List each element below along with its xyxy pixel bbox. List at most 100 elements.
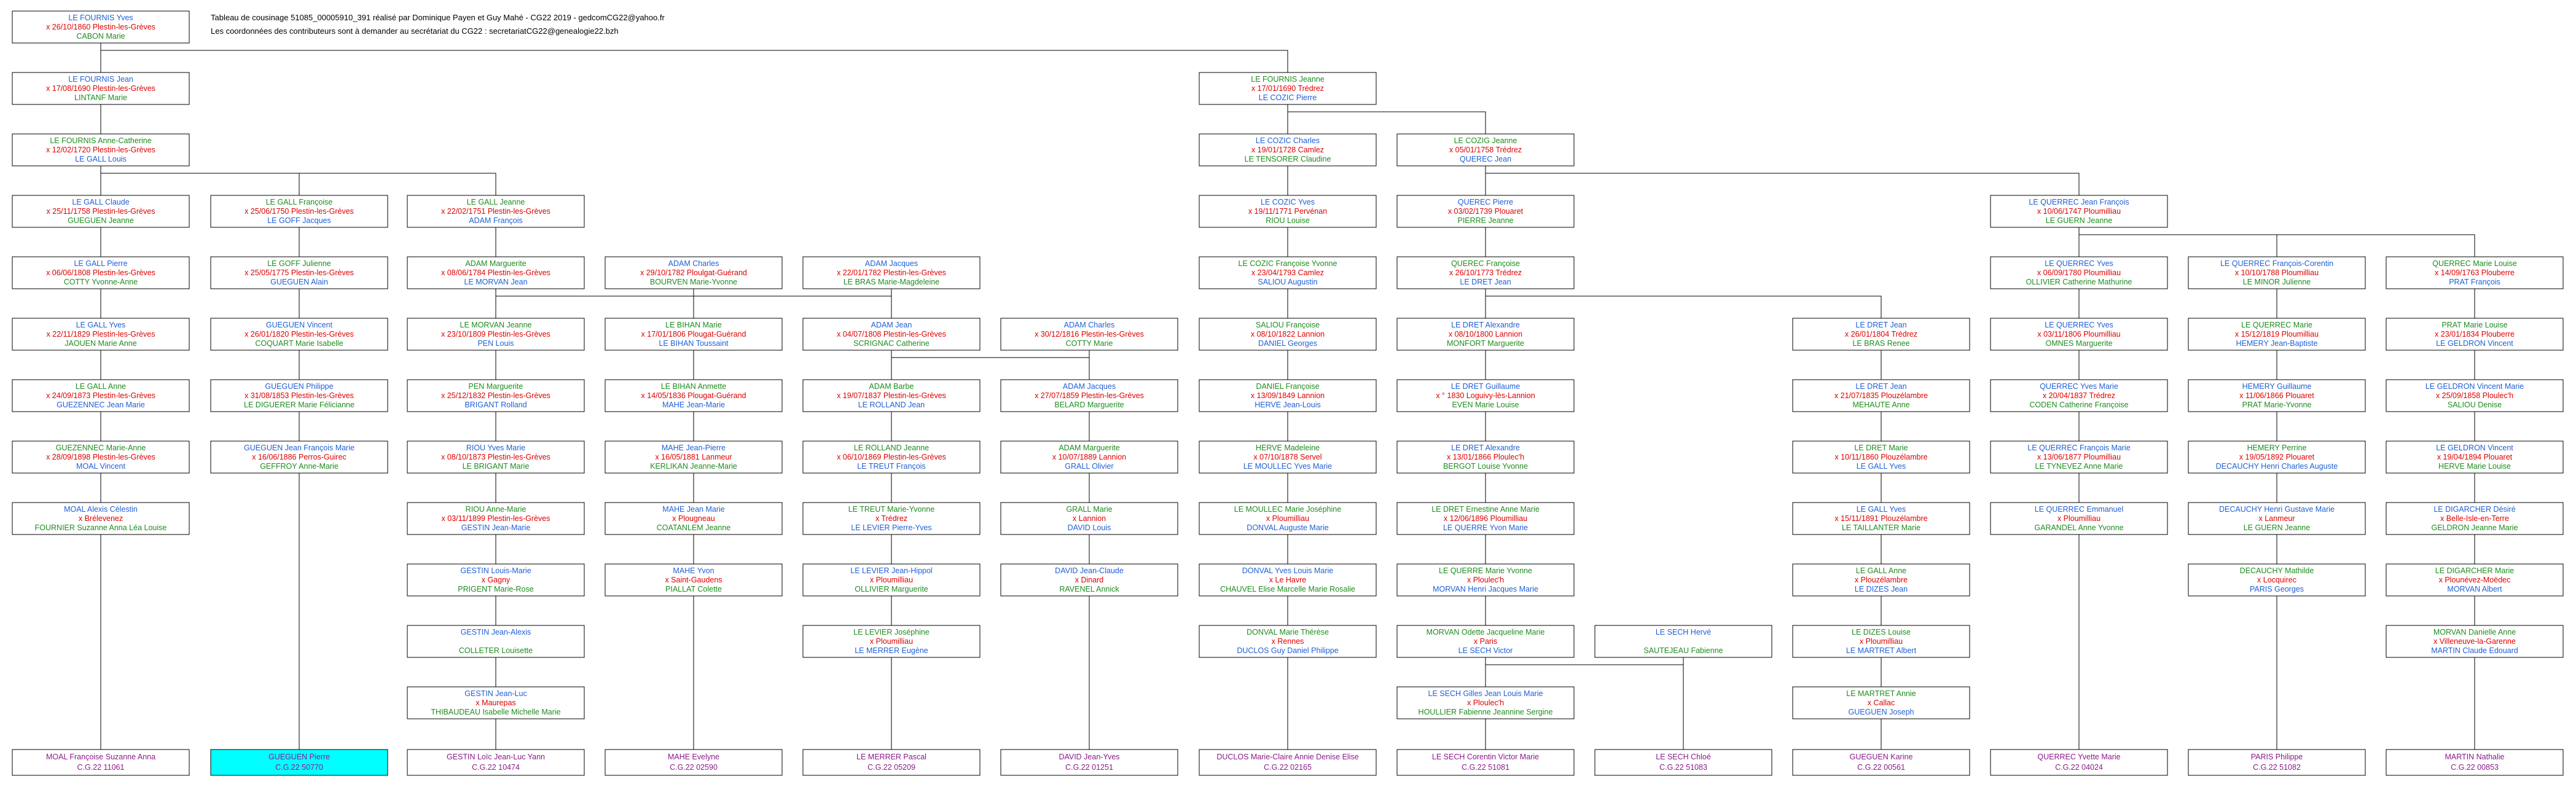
- descendant-box-frame: [12, 749, 190, 776]
- tree-connectors: [100, 43, 2475, 750]
- person-name: GESTIN Jean-Luc: [464, 689, 527, 698]
- person-name: JAOUEN Marie Anne: [65, 339, 136, 348]
- marriage-text: x 12/02/1720 Plestin-les-Grèves: [46, 146, 155, 154]
- marriage-text: x 13/01/1866 Ploulec'h: [1447, 453, 1524, 461]
- person-name: QUEREC Françoise: [1451, 259, 1520, 268]
- person-box-frame: [1396, 440, 1575, 474]
- person-name: HERVE Marie Louise: [2438, 462, 2511, 471]
- person-box-frame: [2188, 563, 2366, 597]
- descendant-box-frame: [802, 749, 981, 776]
- header-title: Tableau de cousinage 51085_00005910_391 …: [211, 13, 665, 22]
- descendant-box-frame: [1000, 749, 1178, 776]
- marriage-text: x Villeneuve-la-Garenne: [2433, 637, 2516, 646]
- person-name: LE MARTRET Annie: [1846, 689, 1916, 698]
- person-name: GEFFROY Anne-Marie: [260, 462, 339, 471]
- person-name: LE GALL Yves: [76, 321, 126, 329]
- person-name: LE QUERREC Yves: [2045, 321, 2113, 329]
- marriage-text: x 25/11/1758 Plestin-les-Grèves: [47, 207, 155, 216]
- marriage-text: x ° 1830 Loguivy-lès-Lannion: [1436, 391, 1535, 400]
- person-box-frame: [12, 133, 190, 166]
- person-box-frame: [1396, 563, 1575, 597]
- descendant-box-frame: [1396, 749, 1575, 776]
- person-name: ADAM François: [469, 216, 523, 225]
- person-name: BOURVEN Marie-Yvonne: [650, 278, 737, 286]
- descendant-box-frame: [210, 749, 388, 776]
- marriage-text: x 25/06/1750 Plestin-les-Grèves: [245, 207, 354, 216]
- person-name: GRALL Olivier: [1065, 462, 1113, 471]
- person-box-frame: [12, 256, 190, 289]
- marriage-text: x 30/12/1816 Plestin-les-Grèves: [1035, 330, 1144, 339]
- person-name: DANIEL Françoise: [1256, 382, 1319, 391]
- descendant-name: QUERREC Yvette Marie: [2037, 753, 2120, 761]
- person-name: LE DRET Jean: [1855, 382, 1906, 391]
- marriage-text: x 08/10/1822 Lannion: [1251, 330, 1325, 339]
- descendant-box-frame: [2188, 749, 2366, 776]
- person-box-frame: [210, 379, 388, 412]
- person-name: LE GELDRON Vincent: [2436, 444, 2513, 452]
- person-name: LE GALL Pierre: [74, 259, 127, 268]
- person-name: QUERREC Yves Marie: [2040, 382, 2118, 391]
- marriage-text: x Ploumilliau: [1860, 637, 1903, 646]
- person-name: ADAM Jacques: [865, 259, 918, 268]
- person-name: PARIS Georges: [2250, 585, 2304, 593]
- person-name: LE MORVAN Jean: [464, 278, 527, 286]
- person-box-frame: [1000, 318, 1178, 351]
- person-name: LE MINOR Julienne: [2243, 278, 2311, 286]
- person-name: LE QUERREC François-Corentin: [2220, 259, 2333, 268]
- person-name: PEN Marguerite: [469, 382, 523, 391]
- person-name: LE BIHAN Marie: [665, 321, 722, 329]
- person-name: LE DRET Marie: [1854, 444, 1908, 452]
- person-box-frame: [1199, 256, 1377, 289]
- person-box-frame: [2386, 318, 2564, 351]
- descendant-name: MOAL Françoise Suzanne Anna: [46, 753, 155, 761]
- descendant-name: GESTIN Loïc Jean-Luc Yann: [447, 753, 545, 761]
- person-box-frame: [2386, 379, 2564, 412]
- person-box-frame: [1000, 502, 1178, 535]
- person-name: LE DRET Guillaume: [1451, 382, 1520, 391]
- descendant-code: C.G.22 10474: [472, 763, 520, 772]
- person-box-frame: [605, 379, 783, 412]
- person-name: LE MORVAN Jeanne: [460, 321, 532, 329]
- person-name: LE BIHAN Anmette: [661, 382, 726, 391]
- person-name: MAHE Yvon: [673, 566, 714, 575]
- person-name: DONVAL Marie Thérèse: [1247, 628, 1329, 636]
- descendant-code: C.G.22 05209: [867, 763, 915, 772]
- person-name: COTTY Marie: [1066, 339, 1113, 348]
- person-name: LE QUERRE Yvon Marie: [1443, 523, 1528, 532]
- person-box-frame: [1396, 686, 1575, 719]
- marriage-text: x 17/01/1806 Plougat-Guérand: [641, 330, 746, 339]
- marriage-text: x 19/07/1837 Plestin-les-Grèves: [837, 391, 946, 400]
- person-box-frame: [1199, 195, 1377, 228]
- marriage-text: x 21/07/1835 Plouzélambre: [1834, 391, 1928, 400]
- descendant-box-frame: [1199, 749, 1377, 776]
- descendant-box-frame: [605, 749, 783, 776]
- person-name: OLLIVIER Catherine Mathurine: [2026, 278, 2132, 286]
- person-name: LE COZIC Charles: [1256, 136, 1320, 145]
- person-box-frame: [1792, 563, 1970, 597]
- person-name: DONVAL Yves Louis Marie: [1242, 566, 1333, 575]
- descendant-name: GUEGUEN Pierre: [268, 753, 330, 761]
- marriage-text: x 10/10/1788 Ploumilliau: [2235, 268, 2319, 277]
- person-box-frame: [407, 195, 585, 228]
- person-box-frame: [802, 563, 981, 597]
- marriage-text: x 29/10/1782 Ploulgat-Guérand: [640, 268, 747, 277]
- person-name: LE SECH Hervé: [1656, 628, 1711, 636]
- person-name: MEHAUTE Anne: [1852, 401, 1909, 409]
- person-box-frame: [12, 195, 190, 228]
